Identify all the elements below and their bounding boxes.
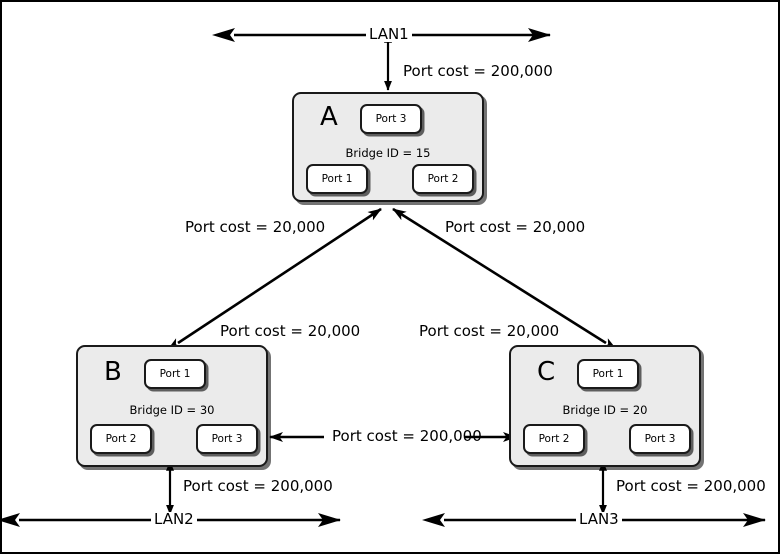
bridge-c-box[interactable]: C Bridge ID = 20 Port 1 Port 2 Port 3 (509, 345, 701, 467)
bridge-a-port-2[interactable]: Port 2 (412, 164, 474, 194)
cost-label-b-c-middle: Port cost = 200,000 (332, 427, 482, 445)
cost-label-a-b-lower: Port cost = 20,000 (220, 322, 361, 340)
bridge-b-box[interactable]: B Bridge ID = 30 Port 1 Port 2 Port 3 (76, 345, 268, 467)
bridge-a-letter: A (320, 102, 338, 132)
cost-label-c-lan3: Port cost = 200,000 (616, 477, 766, 495)
bridge-b-port-1[interactable]: Port 1 (144, 359, 206, 389)
cost-label-b-lan2: Port cost = 200,000 (183, 477, 333, 495)
lan3-label: LAN3 (576, 512, 622, 527)
link-a-b-diagonal (167, 207, 382, 351)
bridge-a-box[interactable]: A Bridge ID = 15 Port 3 Port 1 Port 2 (292, 92, 484, 202)
bridge-b-id-label: Bridge ID = 30 (129, 403, 215, 417)
bridge-a-port-3[interactable]: Port 3 (360, 104, 422, 134)
bridge-b-letter: B (104, 357, 122, 387)
cost-label-a-c-upper: Port cost = 20,000 (445, 218, 586, 236)
cost-label-a-b-upper: Port cost = 20,000 (185, 218, 326, 236)
bridge-c-letter: C (537, 357, 556, 387)
bridge-b-port-3[interactable]: Port 3 (196, 424, 258, 454)
lan1-label: LAN1 (366, 27, 412, 42)
bridge-a-id-label: Bridge ID = 15 (345, 146, 431, 160)
cost-label-a-lan1: Port cost = 200,000 (403, 62, 553, 80)
bridge-c-port-3[interactable]: Port 3 (629, 424, 691, 454)
bridge-c-port-1[interactable]: Port 1 (577, 359, 639, 389)
link-a-c-diagonal (392, 207, 618, 350)
lan2-label: LAN2 (151, 512, 197, 527)
bridge-a-port-1[interactable]: Port 1 (306, 164, 368, 194)
bridge-c-id-label: Bridge ID = 20 (562, 403, 648, 417)
cost-label-a-c-lower: Port cost = 20,000 (419, 322, 560, 340)
bridge-b-port-2[interactable]: Port 2 (90, 424, 152, 454)
bridge-c-port-2[interactable]: Port 2 (523, 424, 585, 454)
